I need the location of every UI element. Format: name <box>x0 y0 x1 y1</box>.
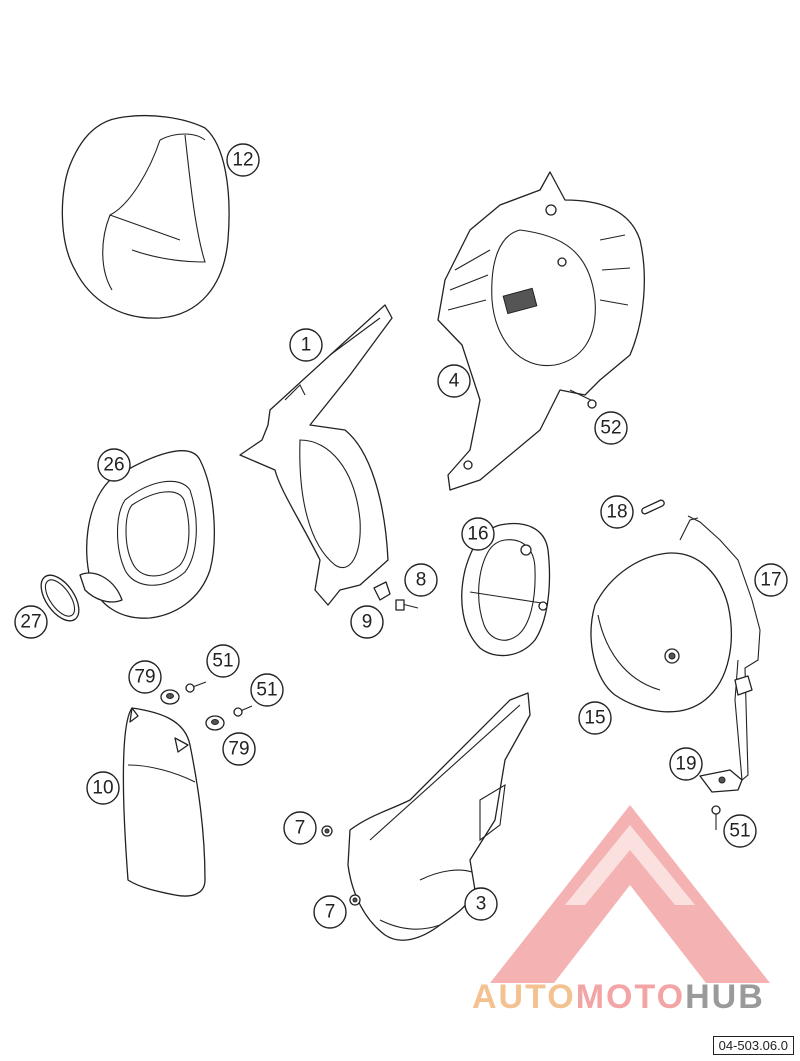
svg-text:10: 10 <box>92 778 113 799</box>
diagram-code-label: 04-503.06.0 <box>712 1036 794 1055</box>
svg-text:18: 18 <box>606 502 627 523</box>
svg-text:9: 9 <box>362 612 373 633</box>
part-79-bushing-upper <box>160 689 180 705</box>
part-4-airbox-housing <box>437 171 645 491</box>
callout-19: 19 <box>669 747 703 781</box>
part-27-hose-clamp <box>40 574 80 622</box>
callout-51-middle: 51 <box>250 673 284 707</box>
svg-text:79: 79 <box>134 667 155 688</box>
part-51-screw-middle <box>233 705 253 717</box>
callout-16: 16 <box>461 517 495 551</box>
part-9-clip <box>373 581 391 601</box>
svg-text:12: 12 <box>232 150 253 171</box>
callout-4: 4 <box>437 364 471 398</box>
callout-7-lower: 7 <box>313 895 347 929</box>
callout-27: 27 <box>14 605 48 639</box>
svg-text:51: 51 <box>729 821 750 842</box>
svg-text:51: 51 <box>212 651 233 672</box>
part-7-screw-upper <box>321 825 333 837</box>
callout-7-upper: 7 <box>283 811 317 845</box>
part-51-screw-lower <box>711 805 721 830</box>
part-7-screw-lower <box>349 894 361 906</box>
svg-text:7: 7 <box>295 818 306 839</box>
callout-9: 9 <box>350 605 384 639</box>
svg-text:27: 27 <box>20 612 41 633</box>
part-51-screw-upper <box>185 681 207 693</box>
part-16-filter-cage <box>461 522 551 657</box>
part-12-filter-cover <box>61 114 230 319</box>
svg-text:3: 3 <box>476 894 487 915</box>
svg-text:4: 4 <box>449 371 460 392</box>
callout-51-lower: 51 <box>723 814 757 848</box>
svg-text:7: 7 <box>325 902 336 923</box>
part-8-screw <box>395 599 419 611</box>
callout-10: 10 <box>86 771 120 805</box>
watermark-text-moto: MOTO <box>575 978 686 1016</box>
callout-26: 26 <box>97 448 131 482</box>
callout-51-upper: 51 <box>206 644 240 678</box>
callout-15: 15 <box>578 701 612 735</box>
svg-text:19: 19 <box>675 754 696 775</box>
svg-text:16: 16 <box>467 524 488 545</box>
callout-1: 1 <box>289 328 323 362</box>
watermark-text: AUTOMOTOHUB <box>472 978 765 1017</box>
svg-text:52: 52 <box>600 418 621 439</box>
callout-17: 17 <box>754 563 788 597</box>
part-1-airbox-frame <box>239 304 393 606</box>
callout-18: 18 <box>600 495 634 529</box>
callout-79-upper: 79 <box>128 660 162 694</box>
svg-text:26: 26 <box>103 455 124 476</box>
svg-text:51: 51 <box>256 680 277 701</box>
part-79-bushing-lower <box>205 715 225 731</box>
part-18-pin <box>641 499 665 515</box>
callout-3: 3 <box>464 887 498 921</box>
svg-text:15: 15 <box>584 708 605 729</box>
svg-text:8: 8 <box>416 570 427 591</box>
watermark-text-auto: AUTO <box>472 978 576 1016</box>
callout-12: 12 <box>226 143 260 177</box>
callout-52: 52 <box>594 411 628 445</box>
part-26-filter-frame <box>79 450 215 619</box>
part-3-side-panel-right <box>347 692 531 941</box>
part-10-side-panel-left <box>122 707 206 897</box>
svg-text:17: 17 <box>760 570 781 591</box>
svg-text:1: 1 <box>301 335 312 356</box>
watermark-logo-icon <box>490 805 770 983</box>
part-52-screw <box>569 389 597 409</box>
part-19-bracket <box>699 769 743 793</box>
svg-text:79: 79 <box>228 739 249 760</box>
part-17-retaining-wire <box>679 515 761 782</box>
callout-79-lower: 79 <box>222 732 256 766</box>
watermark-text-hub: HUB <box>685 978 765 1016</box>
part-15-air-filter <box>590 552 732 713</box>
callout-8: 8 <box>404 563 438 597</box>
